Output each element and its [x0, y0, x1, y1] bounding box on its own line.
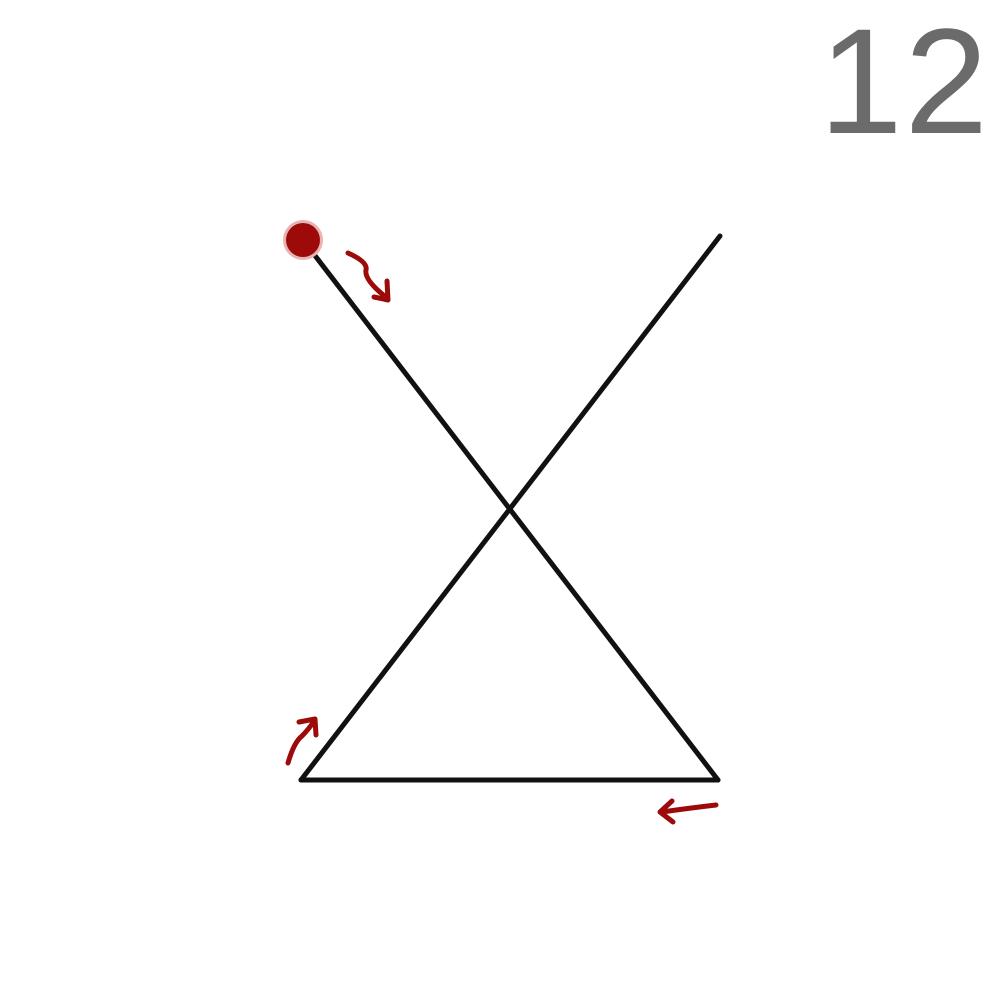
- arrow-down-right-icon: [345, 250, 391, 303]
- stroke-diagonal-up: [298, 233, 723, 783]
- step-number: 12: [819, 0, 990, 165]
- arrow-up-right-icon: [285, 716, 319, 766]
- glyph-strokes: [298, 233, 723, 783]
- arrow-left-icon: [657, 798, 719, 825]
- start-dot-icon: [283, 220, 323, 260]
